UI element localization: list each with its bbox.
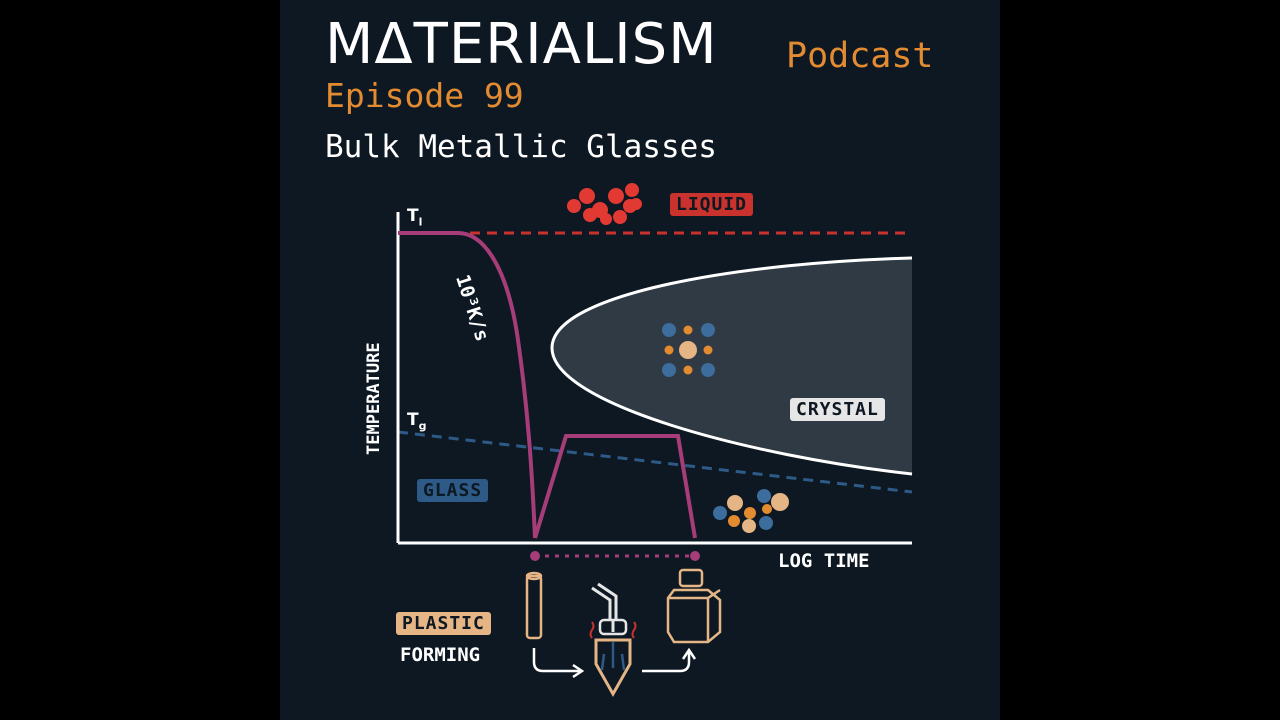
episode-number: Episode 99: [325, 76, 524, 115]
formed-product-icon: [666, 568, 722, 644]
podcast-cover-art: MΔTERIALISM Podcast Episode 99 Bulk Meta…: [280, 0, 1000, 720]
crystal-boundary-upper: [550, 256, 913, 349]
crystal-lattice-icon: [662, 323, 715, 377]
ttt-diagram: [396, 183, 913, 698]
forming-window-start: [530, 551, 540, 561]
y-axis-label: TEMPERATURE: [364, 342, 384, 455]
plastic-label: PLASTIC: [396, 612, 491, 635]
mold-icon: [589, 582, 637, 698]
arrow-to-product-icon: [642, 647, 697, 673]
x-axis-label: LOG TIME: [778, 550, 870, 572]
crystal-phase-label: CRYSTAL: [790, 398, 885, 421]
forming-label: FORMING: [400, 644, 481, 666]
liquidus-symbol: Tl: [407, 206, 423, 229]
forming-window-end: [690, 551, 700, 561]
podcast-label: Podcast: [786, 36, 934, 76]
liquid-atoms-icon: [567, 183, 642, 225]
rod-icon: [525, 571, 543, 640]
cooling-curve: [398, 231, 537, 539]
glass-transition-line: [397, 430, 913, 494]
glass-atoms-icon: [713, 489, 789, 533]
glass-phase-label: GLASS: [417, 479, 489, 502]
crystal-boundary-lower: [550, 347, 913, 476]
brand-title: MΔTERIALISM: [325, 12, 718, 77]
liquid-phase-label: LIQUID: [670, 193, 754, 216]
arrow-to-mold-icon: [532, 648, 585, 679]
glass-transition-symbol: Tg: [407, 410, 427, 433]
forming-path: [533, 434, 697, 539]
episode-title: Bulk Metallic Glasses: [325, 129, 717, 165]
